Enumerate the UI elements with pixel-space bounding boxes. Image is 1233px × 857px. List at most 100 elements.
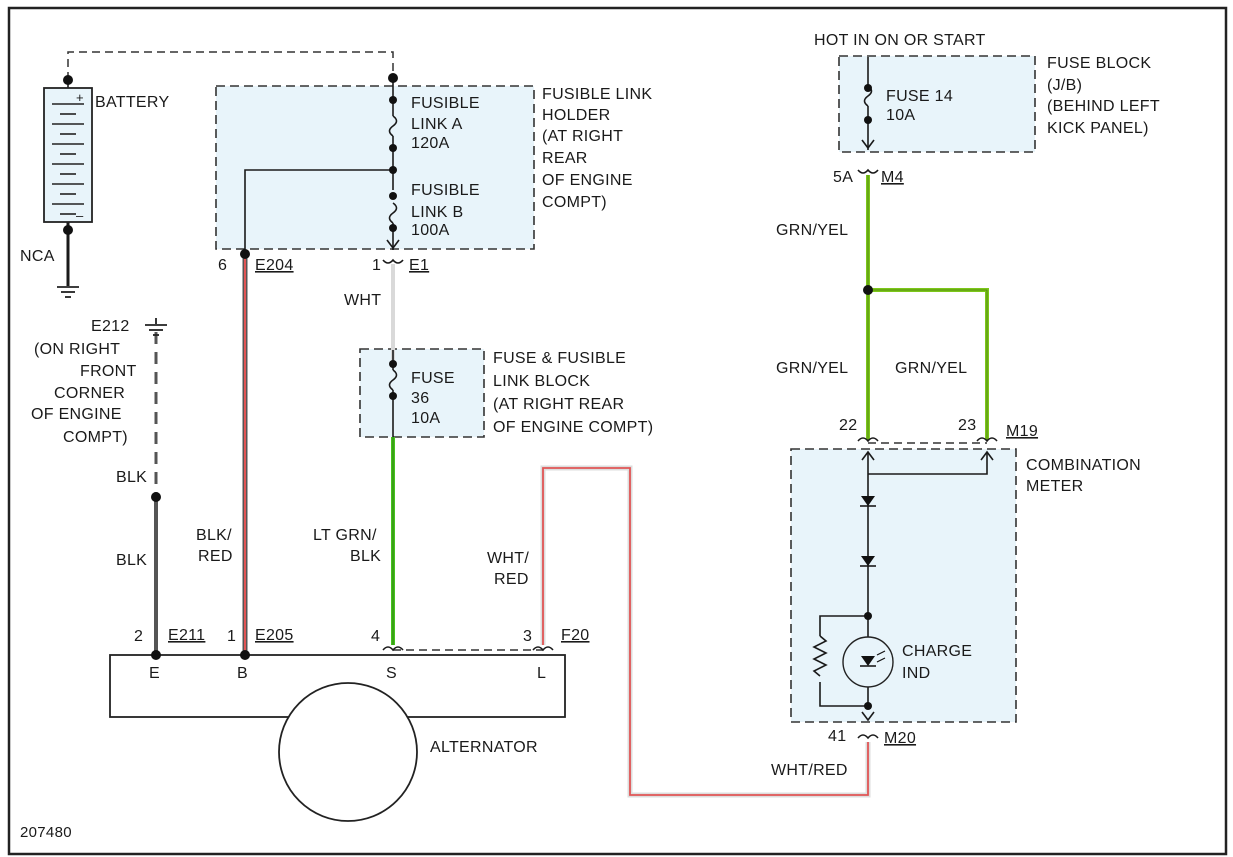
connector-m19-a-symbol <box>857 437 879 443</box>
wire-grn-yel-stripe-b <box>868 289 988 440</box>
svg-text:OF ENGINE: OF ENGINE <box>31 406 122 423</box>
connector-e205-label: E205 <box>255 627 294 644</box>
svg-text:E212: E212 <box>91 318 130 335</box>
connector-e1-pin: 1 <box>372 257 381 274</box>
fusible-link-holder-label: FUSIBLE LINK HOLDER (AT RIGHT REAR OF EN… <box>542 86 652 211</box>
svg-text:LINK B: LINK B <box>411 204 464 221</box>
connector-f20-label: F20 <box>561 627 589 644</box>
meter-diode-2 <box>861 556 875 566</box>
connector-m19-pin-b: 23 <box>958 417 976 434</box>
meter-diode-1 <box>861 496 875 506</box>
wire-wht-red-left-label: WHT/ RED <box>487 550 529 588</box>
connector-m19-b-symbol <box>976 437 998 443</box>
fuse-fusible-link-block-box <box>359 348 485 438</box>
svg-text:FUSE: FUSE <box>411 370 455 387</box>
svg-text:LINK A: LINK A <box>411 116 463 133</box>
fusible-link-a-label: FUSIBLE LINK A 120A <box>411 95 479 152</box>
svg-text:REAR: REAR <box>542 150 588 167</box>
connector-m4-symbol <box>857 168 879 174</box>
svg-text:(AT RIGHT REAR: (AT RIGHT REAR <box>493 396 624 413</box>
svg-text:BLK: BLK <box>350 548 381 565</box>
connector-m20-label: M20 <box>884 730 916 747</box>
svg-text:36: 36 <box>411 390 429 407</box>
fusible-link-b-label: FUSIBLE LINK B 100A <box>411 182 479 239</box>
fuse-fusible-link-block-label: FUSE & FUSIBLE LINK BLOCK (AT RIGHT REAR… <box>493 350 653 436</box>
wire-wht-red-stripe <box>542 467 869 796</box>
alternator-terminal-l: L <box>537 665 546 682</box>
svg-text:10A: 10A <box>886 107 915 124</box>
svg-text:COMPT): COMPT) <box>542 194 607 211</box>
connector-m4-pin: 5A <box>833 169 853 186</box>
connector-e1-symbol <box>382 258 404 264</box>
svg-text:(J/B): (J/B) <box>1047 77 1082 94</box>
fusible-link-a-symbol <box>388 115 398 137</box>
wire-grn-yel-top-label: GRN/YEL <box>776 222 848 239</box>
combination-meter-label: COMBINATION METER <box>1026 457 1141 495</box>
diagram-number: 207480 <box>20 824 72 841</box>
svg-text:(ON RIGHT: (ON RIGHT <box>34 341 120 358</box>
meter-pin23-branch <box>868 452 988 475</box>
svg-text:LINK BLOCK: LINK BLOCK <box>493 373 590 390</box>
svg-text:KICK PANEL): KICK PANEL) <box>1047 120 1149 137</box>
svg-text:FUSE 14: FUSE 14 <box>886 88 953 105</box>
svg-text:10A: 10A <box>411 410 440 427</box>
meter-resistor-bottom-lead <box>819 682 868 707</box>
svg-text:FUSE BLOCK: FUSE BLOCK <box>1047 55 1151 72</box>
fusible-link-b-symbol <box>388 202 398 224</box>
svg-text:LT GRN/: LT GRN/ <box>313 527 377 544</box>
wire-blk-red-label: BLK/ RED <box>196 527 232 565</box>
svg-text:WHT/: WHT/ <box>487 550 529 567</box>
battery-ground-label: NCA <box>20 248 55 265</box>
svg-text:HOLDER: HOLDER <box>542 107 610 124</box>
svg-text:120A: 120A <box>411 135 450 152</box>
connector-e211-pin: 2 <box>134 628 143 645</box>
alternator-terminal-e: E <box>149 665 160 682</box>
charge-indicator-label: CHARGE IND <box>902 643 972 682</box>
connector-f20-pin-s: 4 <box>371 628 380 645</box>
meter-pin22-arrow <box>861 450 875 461</box>
junction-dots <box>63 73 873 710</box>
fusible-link-holder-box <box>215 85 535 250</box>
connector-e204-pin: 6 <box>218 257 227 274</box>
wire-blk-lower-label: BLK <box>116 552 147 569</box>
svg-text:CHARGE: CHARGE <box>902 643 972 660</box>
svg-text:FRONT: FRONT <box>80 363 137 380</box>
connector-e1-label: E1 <box>409 257 429 274</box>
wire-grn-yel-mid-left-label: GRN/YEL <box>776 360 848 377</box>
charge-indicator-led-icon <box>861 656 875 666</box>
battery-symbol <box>43 87 93 223</box>
alternator-symbol <box>278 682 418 822</box>
ground-e212-label: E212 (ON RIGHT FRONT CORNER OF ENGINE CO… <box>31 318 137 446</box>
charge-indicator-light-arrows <box>876 650 886 663</box>
combination-meter-box <box>790 448 1017 723</box>
connector-f20-s-symbol <box>382 646 404 652</box>
e212-ground-icon <box>145 318 167 336</box>
alternator-label: ALTERNATOR <box>430 739 538 756</box>
diagram-frame <box>7 6 1228 856</box>
svg-text:METER: METER <box>1026 478 1084 495</box>
meter-pin41-arrow <box>861 711 875 722</box>
svg-text:(AT RIGHT: (AT RIGHT <box>542 128 623 145</box>
power-source-label: HOT IN ON OR START <box>814 32 986 49</box>
fuse-block-jb-label: FUSE BLOCK (J/B) (BEHIND LEFT KICK PANEL… <box>1047 55 1160 137</box>
connector-m19-label: M19 <box>1006 423 1038 440</box>
fuse-14-label: FUSE 14 10A <box>886 88 953 124</box>
svg-text:CORNER: CORNER <box>54 385 125 402</box>
connector-f20-pin-l: 3 <box>523 628 532 645</box>
meter-pin23-arrow <box>980 450 994 461</box>
connector-f20-l-symbol <box>532 646 554 652</box>
battery-ground-icon <box>57 286 79 298</box>
link-a-tap-wire <box>244 169 393 254</box>
svg-text:FUSIBLE LINK: FUSIBLE LINK <box>542 86 652 103</box>
svg-text:FUSE & FUSIBLE: FUSE & FUSIBLE <box>493 350 626 367</box>
svg-text:OF ENGINE COMPT): OF ENGINE COMPT) <box>493 419 653 436</box>
connector-m4-label: M4 <box>881 169 904 186</box>
fuse-36-symbol <box>388 369 398 391</box>
meter-resistor-top-lead <box>819 615 868 636</box>
fuse-14-output-arrow <box>861 139 875 150</box>
battery-plus-sign: + <box>76 90 84 105</box>
svg-text:IND: IND <box>902 665 930 682</box>
fuse-36-label: FUSE 36 10A <box>411 370 455 427</box>
svg-text:COMPT): COMPT) <box>63 429 128 446</box>
